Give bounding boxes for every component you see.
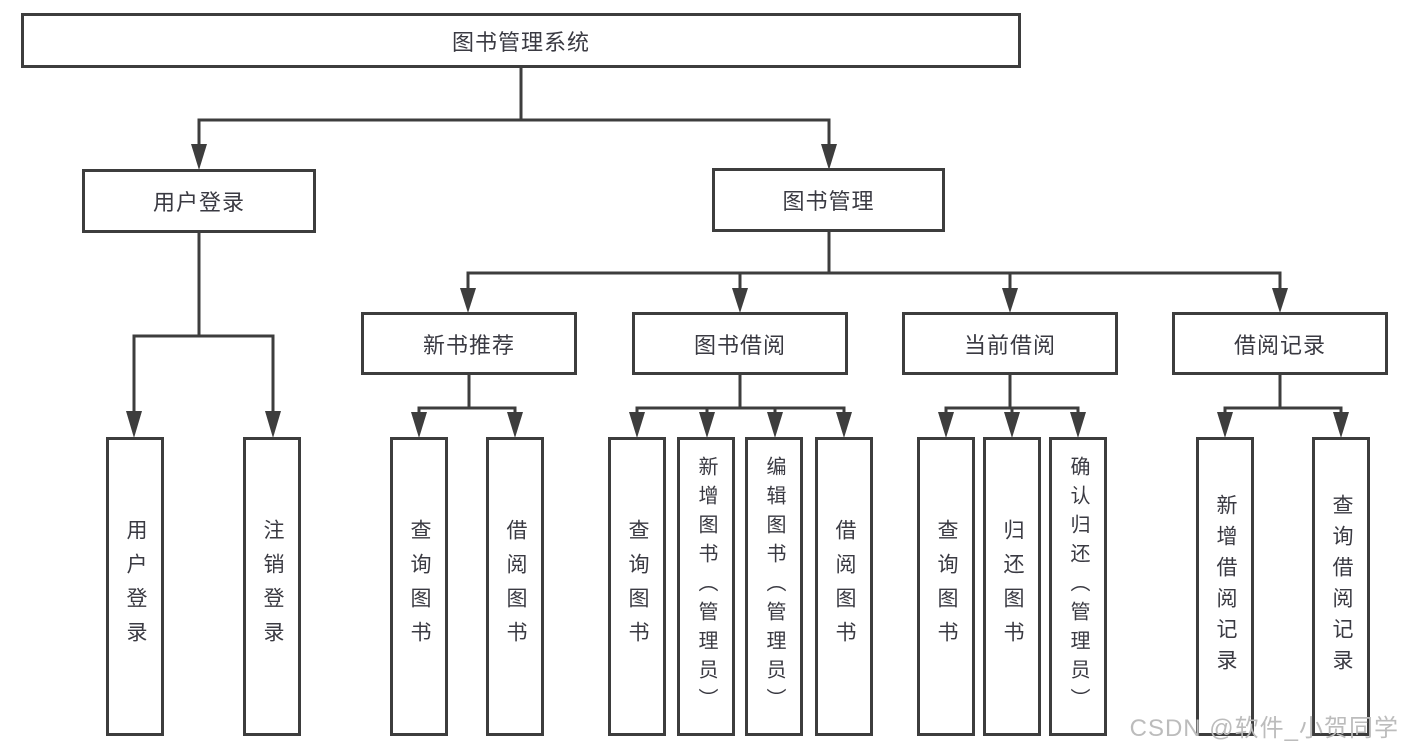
node-book-borrow: 图书借阅 — [632, 312, 848, 375]
node-current-borrow: 当前借阅 — [902, 312, 1118, 375]
csdn-watermark: CSDN @软件_小贺同学 — [1129, 715, 1399, 742]
leaf-query-books-borrow: 查询图书 — [608, 437, 666, 736]
arrowheads — [126, 144, 1349, 438]
leaf-add-borrow-record: 新增借阅记录 — [1196, 437, 1254, 736]
node-book-management: 图书管理 — [712, 168, 945, 232]
node-current-borrow-label: 当前借阅 — [963, 332, 1056, 358]
leaf-borrow-books-recommend: 借阅图书 — [486, 437, 544, 736]
leaf-borrow-books: 借阅图书 — [815, 437, 873, 736]
leaf-query-books-recommend: 查询图书 — [390, 437, 448, 736]
node-user-login: 用户登录 — [82, 169, 316, 233]
node-user-login-label: 用户登录 — [152, 190, 245, 215]
leaf-query-books-current: 查询图书 — [917, 437, 975, 736]
leaf-user-login: 用户登录 — [106, 437, 164, 736]
node-library-system-label: 图书管理系统 — [451, 29, 590, 55]
node-book-management-label: 图书管理 — [782, 189, 875, 214]
leaf-edit-book-admin: 编辑图书（管理员） — [745, 437, 803, 736]
node-borrow-records: 借阅记录 — [1172, 312, 1388, 375]
node-borrow-records-label: 借阅记录 — [1233, 332, 1326, 358]
node-new-book-recommend-label: 新书推荐 — [422, 332, 515, 358]
leaf-add-book-admin: 新增图书（管理员） — [677, 437, 735, 736]
node-new-book-recommend: 新书推荐 — [361, 312, 577, 375]
leaf-return-book: 归还图书 — [983, 437, 1041, 736]
node-book-borrow-label: 图书借阅 — [693, 332, 786, 358]
leaf-logout: 注销登录 — [243, 437, 301, 736]
node-library-system: 图书管理系统 — [21, 13, 1021, 68]
leaf-query-borrow-record: 查询借阅记录 — [1312, 437, 1370, 736]
leaf-confirm-return-admin: 确认归还（管理员） — [1049, 437, 1107, 736]
